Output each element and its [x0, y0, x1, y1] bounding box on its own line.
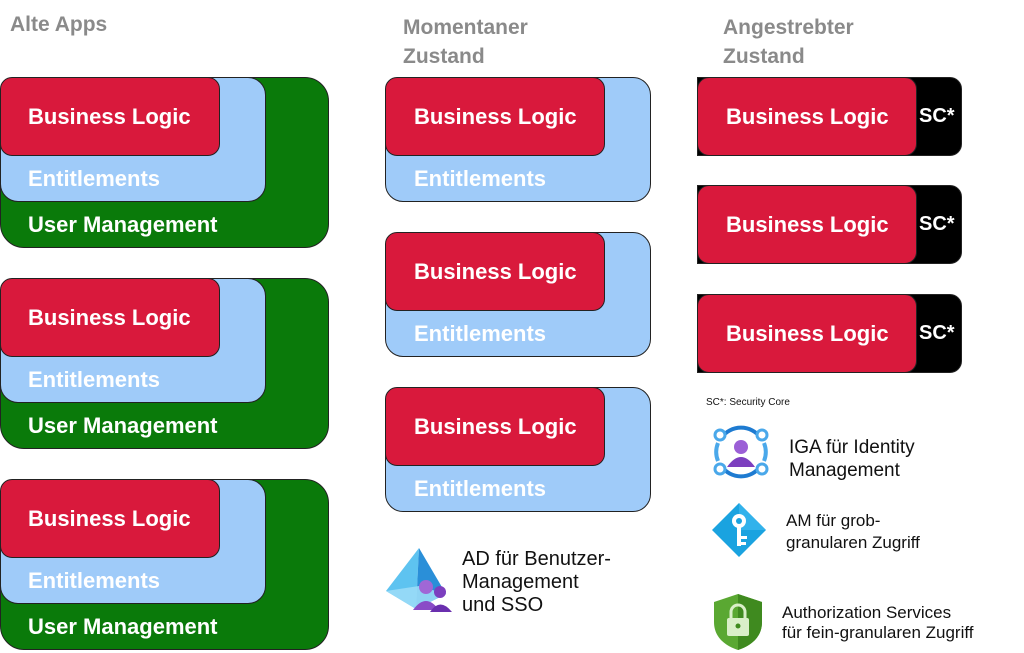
business-logic-label: Business Logic: [28, 104, 191, 129]
business-logic-label: Business Logic: [414, 414, 577, 439]
business-logic-layer: [0, 77, 220, 156]
heading-line: Momentaner: [403, 16, 528, 39]
legend-line: Authorization Services: [782, 603, 952, 622]
business-logic-layer: [697, 185, 917, 264]
business-logic-label: Business Logic: [414, 259, 577, 284]
legend-line: AD für Benutzer-: [462, 548, 611, 570]
lock-shield-icon: [714, 594, 762, 650]
business-logic-label: Business Logic: [726, 212, 889, 237]
legend-line: und SSO: [462, 594, 544, 616]
legend-iga-text: IGA für Identity Management: [789, 436, 915, 482]
user-management-label: User Management: [28, 212, 218, 237]
entitlements-label: Entitlements: [414, 321, 547, 346]
heading-line: Angestrebter: [723, 16, 854, 39]
business-logic-layer: [697, 77, 917, 156]
legend-line: granularen Zugriff: [786, 533, 920, 552]
business-logic-label: Business Logic: [28, 305, 191, 330]
identity-governance-icon: [713, 425, 769, 479]
azure-ad-icon: [386, 548, 452, 612]
entitlements-label: Entitlements: [28, 367, 161, 392]
heading-momentaner-zustand: Momentaner Zustand: [403, 13, 528, 71]
entitlements-label: Entitlements: [414, 476, 547, 501]
business-logic-label: Business Logic: [726, 321, 889, 346]
legend-authz-text: Authorization Services für fein-granular…: [782, 603, 974, 643]
security-core-label: SC*: [919, 322, 955, 344]
heading-alte-apps: Alte Apps: [10, 13, 108, 36]
entitlements-label: Entitlements: [414, 166, 547, 191]
security-core-label: SC*: [919, 105, 955, 127]
business-logic-layer: [697, 294, 917, 373]
heading-angestrebter-zustand: Angestrebter Zustand: [723, 13, 854, 71]
legend-line: Management: [789, 460, 900, 481]
entitlements-label: Entitlements: [28, 166, 161, 191]
legend-ad-text: AD für Benutzer- Management und SSO: [462, 548, 611, 617]
legend-line: AM für grob-: [786, 511, 881, 530]
business-logic-layer: [385, 387, 605, 466]
legend-am-text: AM für grob- granularen Zugriff: [786, 510, 920, 554]
legend-line: für fein-granularen Zugriff: [782, 623, 974, 642]
security-core-label: SC*: [919, 213, 955, 235]
user-management-label: User Management: [28, 413, 218, 438]
entitlements-label: Entitlements: [28, 568, 161, 593]
key-icon: [712, 503, 766, 557]
business-logic-layer: [0, 479, 220, 558]
legend-line: IGA für Identity: [789, 437, 915, 458]
heading-line: Zustand: [403, 45, 485, 68]
business-logic-label: Business Logic: [726, 104, 889, 129]
business-logic-layer: [385, 232, 605, 311]
security-core-footnote: SC*: Security Core: [706, 397, 790, 408]
business-logic-label: Business Logic: [414, 104, 577, 129]
business-logic-layer: [385, 77, 605, 156]
legend-line: Management: [462, 571, 579, 593]
user-management-label: User Management: [28, 614, 218, 639]
business-logic-layer: [0, 278, 220, 357]
heading-line: Zustand: [723, 45, 805, 68]
business-logic-label: Business Logic: [28, 506, 191, 531]
